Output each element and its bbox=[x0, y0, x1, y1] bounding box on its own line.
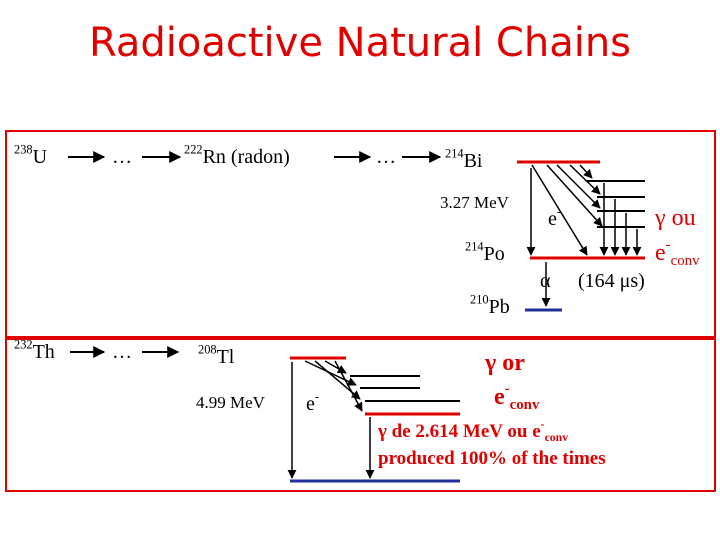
chain-238u-frame bbox=[5, 130, 716, 338]
gamma-ou-label: γ ou bbox=[655, 205, 696, 231]
ellipsis-2: … bbox=[376, 146, 396, 168]
electron-label-2: e- bbox=[306, 389, 320, 415]
halflife-label: (164 μs) bbox=[578, 270, 645, 292]
page-title: Radioactive Natural Chains bbox=[88, 20, 632, 66]
nuclide-po214: 214Po bbox=[465, 239, 505, 265]
tl-q-value: 4.99 MeV bbox=[196, 393, 265, 412]
beta-arrow-bi-2 bbox=[546, 164, 603, 227]
alpha-label: α bbox=[540, 270, 551, 292]
nuclide-bi214: 214Bi bbox=[445, 146, 483, 172]
chain-232th-frame bbox=[5, 338, 716, 492]
nuclide-th232: 232Th bbox=[14, 337, 55, 363]
note-line-1: γ de 2.614 MeV ou e-conv bbox=[378, 418, 569, 445]
nuclide-rn222: 222Rn (radon) bbox=[184, 142, 290, 168]
beta-arrow-bi-5 bbox=[579, 164, 593, 179]
ellipsis-1: … bbox=[112, 146, 132, 168]
electron-label-1: e- bbox=[548, 204, 562, 230]
gamma-or-label: γ or bbox=[485, 350, 525, 376]
note-line-2: produced 100% of the times bbox=[378, 448, 606, 469]
beta-arrow-tl-3 bbox=[324, 360, 347, 374]
bi-q-value: 3.27 MeV bbox=[440, 193, 509, 212]
beta-arrow-tl-1 bbox=[304, 360, 357, 386]
nuclide-pb210: 210Pb bbox=[470, 292, 510, 318]
beta-arrow-tl-4 bbox=[334, 360, 363, 412]
nuclide-u238: 238U bbox=[14, 142, 48, 168]
beta-arrow-bi-1 bbox=[531, 164, 588, 256]
nuclide-tl208: 208Tl bbox=[198, 342, 235, 368]
econv-label-2: e-conv bbox=[494, 380, 540, 414]
beta-arrow-bi-3 bbox=[556, 164, 601, 209]
ellipsis-3: … bbox=[112, 341, 132, 363]
beta-arrow-bi-4 bbox=[569, 164, 601, 195]
econv-label-1: e-conv bbox=[655, 236, 700, 270]
